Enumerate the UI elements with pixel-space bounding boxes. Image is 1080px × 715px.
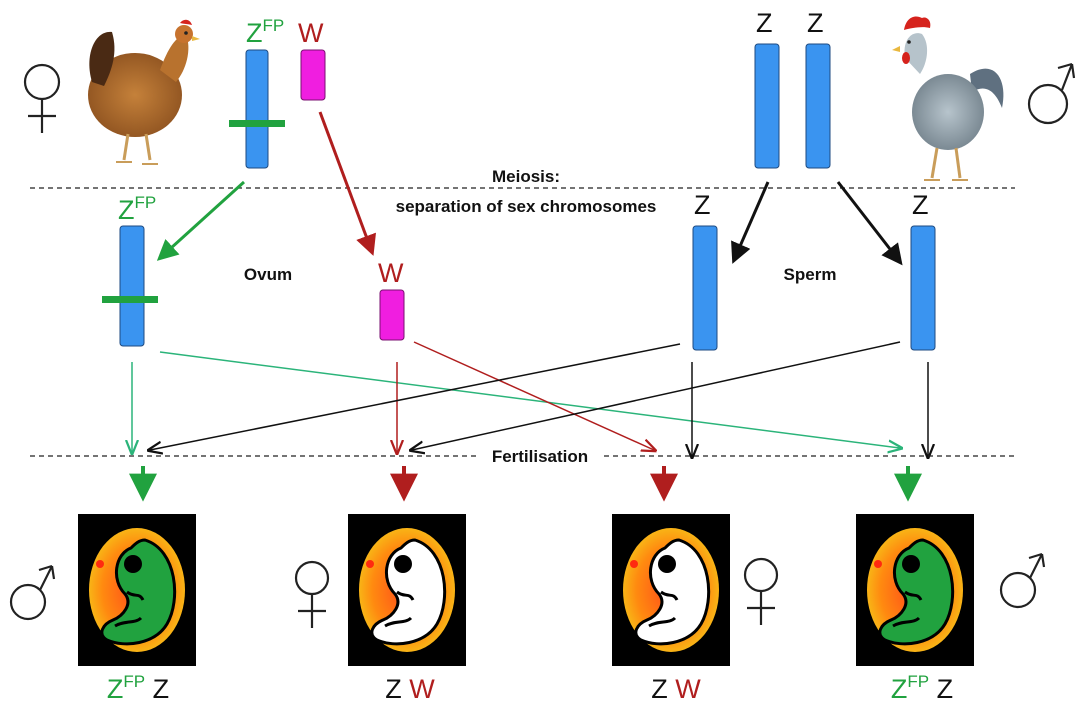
offspring-4-male-symbol-icon: [999, 552, 1046, 609]
sperm-z-chromosome-2: [910, 225, 936, 351]
offspring-3-female-symbol-icon: [743, 557, 779, 625]
ovum-z-chromosome: [119, 225, 145, 347]
rooster-image: [892, 16, 1004, 181]
embryo-tile-3: [612, 514, 730, 666]
meiosis-arrow-z2: [836, 181, 903, 266]
offspring-1-genotype: ZFP Z: [107, 672, 169, 704]
sperm-z-label-2: Z: [912, 190, 929, 220]
sperm-z-label-1: Z: [694, 190, 711, 220]
embryo-body-1: [100, 538, 177, 646]
female-w-chromosome: [300, 49, 326, 101]
embryo-limbs-4: [892, 590, 923, 628]
offspring-4-genotype: ZFP Z: [891, 672, 953, 704]
embryo-limbs-2: [384, 590, 415, 628]
meiosis-arrow-z1: [731, 181, 770, 264]
female-symbol-icon: [23, 63, 61, 133]
sperm-1-to-offspring-1-line: [150, 343, 681, 450]
offspring-1-male-symbol-icon: [9, 564, 56, 621]
embryo-eye-2: [394, 555, 412, 573]
offspring-3-genotype: Z W: [651, 674, 701, 704]
sperm-2-to-offspring-2-line: [412, 341, 901, 450]
fertilisation-label: Fertilisation: [492, 447, 588, 466]
ovum-fp-marker-band: [102, 296, 158, 303]
sperm-z-chromosome-1: [692, 225, 718, 351]
sperm-label: Sperm: [784, 265, 837, 284]
ovum-w-chromosome: [379, 289, 405, 341]
offspring-embryos: [78, 514, 974, 666]
egg-spot-4: [874, 560, 882, 568]
meiosis-arrow-w: [318, 111, 376, 256]
embryo-body-3: [634, 538, 711, 646]
female-z-chromosome: [245, 49, 269, 169]
embryo-tile-4: [856, 514, 974, 666]
female-z-label: ZFP: [246, 16, 284, 48]
offspring-2-genotype: Z W: [385, 674, 435, 704]
embryo-eye-3: [658, 555, 676, 573]
male-z-chromosome-2: [805, 43, 831, 169]
egg-spot-3: [630, 560, 638, 568]
ovum-w-label: W: [378, 258, 404, 288]
hen-image: [88, 19, 200, 165]
ovum-label: Ovum: [244, 265, 292, 284]
egg-spot-2: [366, 560, 374, 568]
meiosis-arrow-zfp: [156, 180, 246, 261]
embryo-tile-1: [78, 514, 196, 666]
embryo-body-2: [370, 538, 447, 646]
meiosis-label: Meiosis:: [492, 167, 560, 186]
ovum-zfp-label: ZFP: [118, 193, 156, 225]
female-w-label: W: [298, 18, 324, 48]
embryo-limbs-3: [648, 590, 679, 628]
meiosis-sublabel: separation of sex chromosomes: [396, 197, 657, 216]
embryo-body-4: [878, 538, 955, 646]
ovum-z-to-offspring-4-line: [159, 351, 900, 448]
offspring-2-female-symbol-icon: [294, 560, 330, 628]
male-z-label-2: Z: [807, 8, 824, 38]
embryo-eye-1: [124, 555, 142, 573]
fp-marker-band: [229, 120, 285, 127]
male-symbol-icon: [1027, 62, 1076, 125]
male-z-chromosome-1: [754, 43, 780, 169]
embryo-eye-4: [902, 555, 920, 573]
embryo-limbs-1: [114, 590, 145, 628]
ovum-w-to-offspring-3-line: [413, 341, 654, 450]
egg-spot-1: [96, 560, 104, 568]
male-z-label-1: Z: [756, 8, 773, 38]
embryo-tile-2: [348, 514, 466, 666]
